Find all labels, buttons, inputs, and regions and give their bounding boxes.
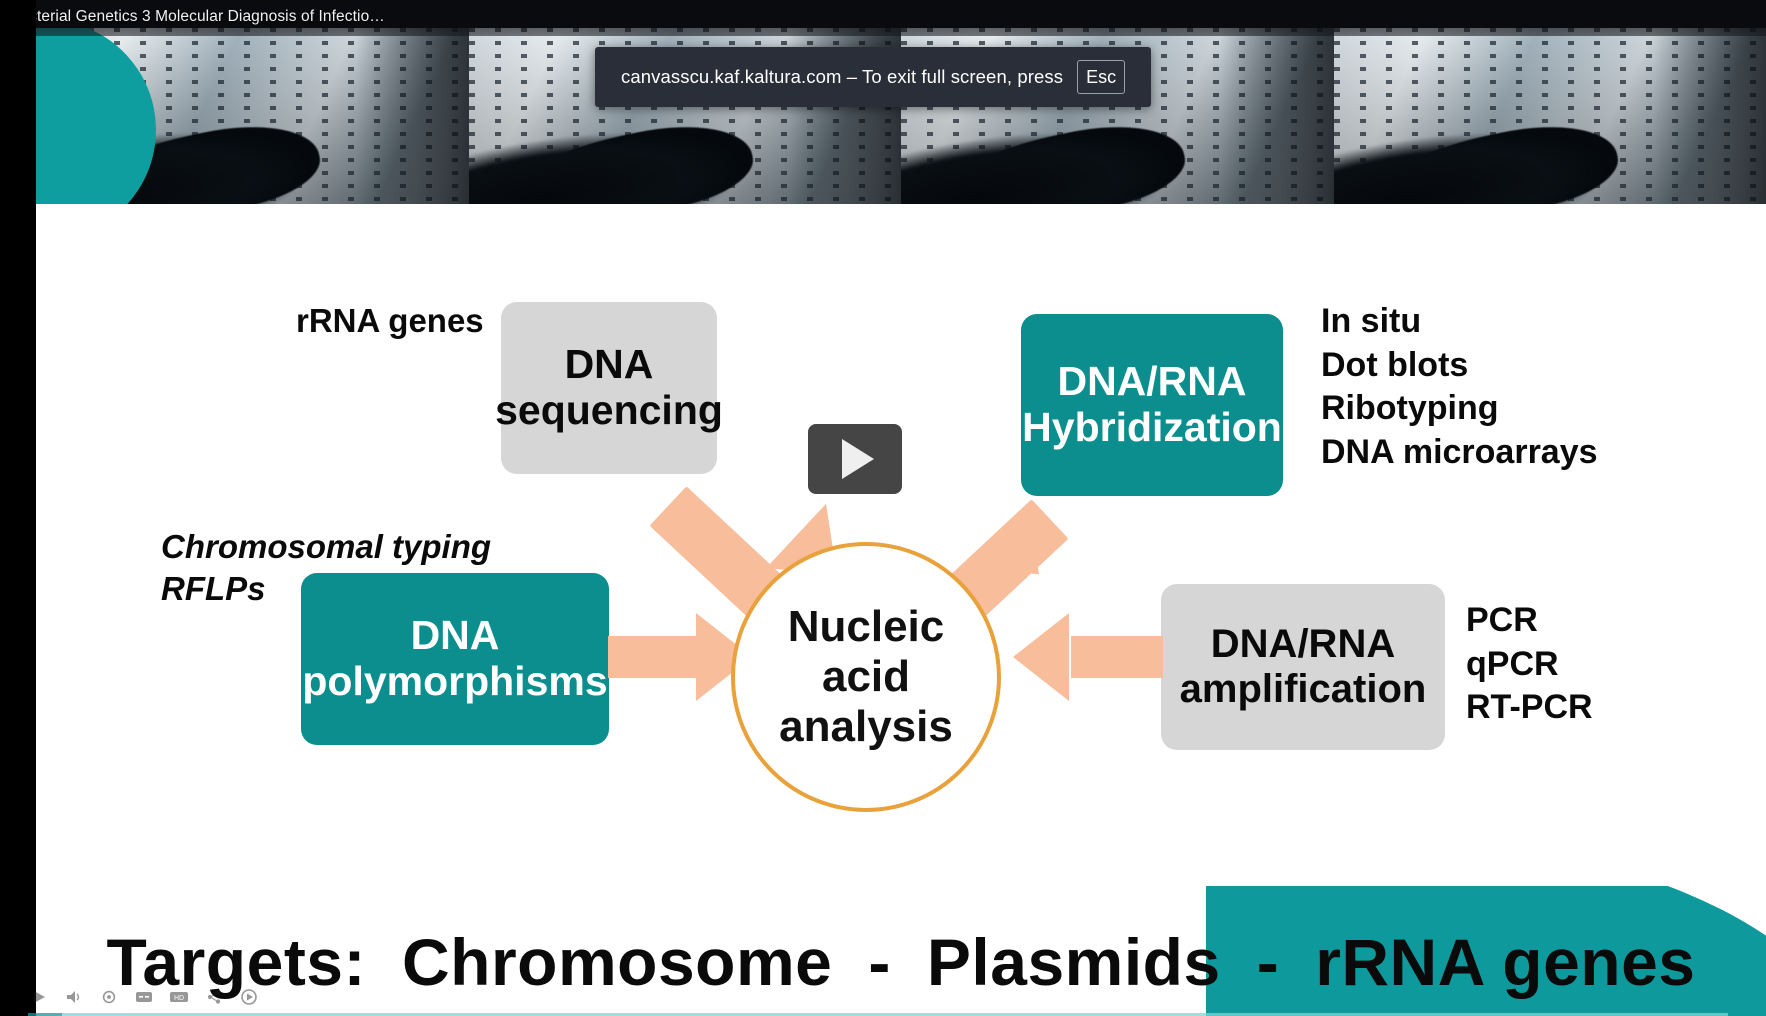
- label-hybridization-method: Dot blots: [1321, 345, 1469, 384]
- targets-separator: -: [868, 925, 891, 999]
- node-hybridization-line1: DNA/RNA: [1057, 358, 1247, 405]
- share-icon[interactable]: [203, 986, 225, 1008]
- captions-icon[interactable]: [133, 986, 155, 1008]
- node-polymorphisms-line1: DNA: [410, 612, 500, 659]
- label-hybridization-methods: In situ Dot blots Ribotyping DNA microar…: [1321, 300, 1598, 474]
- play-button[interactable]: [808, 424, 902, 494]
- label-chromosomal-typing-line1: Chromosomal typing: [161, 528, 492, 565]
- nucleic-acid-analysis-diagram: DNA sequencing DNA/RNA Hybridization DNA…: [36, 204, 1766, 844]
- targets-item-chromosome: Chromosome: [402, 925, 833, 999]
- label-rrna-genes: rRNA genes: [296, 300, 484, 342]
- teal-corner-accent: [36, 28, 156, 204]
- settings-icon[interactable]: [98, 986, 120, 1008]
- volume-icon[interactable]: [63, 986, 85, 1008]
- left-letterbox-gutter: [0, 0, 36, 1016]
- esc-key-badge: Esc: [1077, 60, 1126, 94]
- slide-footer-targets: Targets:Chromosome-Plasmids-rRNA genes: [36, 924, 1766, 1000]
- presentation-slide: DNA sequencing DNA/RNA Hybridization DNA…: [36, 28, 1766, 1016]
- play-icon[interactable]: [28, 986, 50, 1008]
- node-dna-sequencing-line1: DNA: [564, 341, 654, 388]
- page-title: Bacterial Genetics 3 Molecular Diagnosis…: [10, 8, 385, 25]
- label-amplification-method: PCR: [1466, 601, 1538, 639]
- node-hybridization-line2: Hybridization: [1022, 404, 1282, 450]
- arrow-amplification-to-center: [1071, 636, 1163, 678]
- fullscreen-notification-toast: canvasscu.kaf.kaltura.com – To exit full…: [595, 47, 1152, 107]
- center-node-nucleic-acid-analysis: Nucleic acid analysis: [731, 542, 1001, 812]
- node-dna-rna-amplification: DNA/RNA amplification: [1161, 584, 1445, 750]
- arrow-polymorphisms-to-center: [608, 636, 698, 678]
- node-amplification-line1: DNA/RNA: [1210, 622, 1396, 667]
- targets-separator: -: [1256, 925, 1280, 999]
- center-line1: Nucleic: [787, 601, 945, 651]
- targets-prefix: Targets:: [106, 925, 366, 999]
- play-icon: [842, 439, 874, 479]
- gel-photo-tile: [1333, 28, 1766, 204]
- targets-item-plasmids: Plasmids: [926, 925, 1221, 999]
- node-dna-polymorphisms: DNA polymorphisms: [301, 573, 609, 745]
- center-line3: analysis: [779, 702, 953, 752]
- node-polymorphisms-line2: polymorphisms: [302, 658, 608, 704]
- label-hybridization-method: DNA microarrays: [1321, 432, 1598, 471]
- quality-icon[interactable]: HD: [168, 986, 190, 1008]
- fullscreen-icon[interactable]: [238, 986, 260, 1008]
- label-hybridization-method: Ribotyping: [1321, 389, 1499, 428]
- node-dna-sequencing-line2: sequencing: [495, 387, 723, 433]
- targets-item-rrna-genes: rRNA genes: [1315, 925, 1696, 999]
- label-hybridization-method: In situ: [1321, 302, 1422, 340]
- arrow-head-amplification: [1013, 613, 1069, 701]
- node-dna-rna-hybridization: DNA/RNA Hybridization: [1021, 314, 1283, 496]
- video-progress-bar[interactable]: [28, 1013, 1728, 1016]
- label-rrna-genes-text: rRNA genes: [296, 302, 484, 339]
- label-chromosomal-typing: Chromosomal typing RFLPs: [161, 526, 491, 610]
- fullscreen-toast-message: canvasscu.kaf.kaltura.com – To exit full…: [621, 66, 1064, 87]
- video-controls-bar[interactable]: HD: [28, 980, 260, 1014]
- label-amplification-methods: PCR qPCR RT-PCR: [1466, 599, 1593, 730]
- node-amplification-line2: amplification: [1179, 667, 1427, 711]
- center-line2: acid: [821, 651, 911, 701]
- node-dna-sequencing: DNA sequencing: [495, 302, 723, 474]
- video-progress-fill: [28, 1013, 62, 1016]
- teal-footer-accent: [1206, 886, 1766, 1016]
- svg-text:HD: HD: [174, 995, 184, 1002]
- label-amplification-method: qPCR: [1466, 644, 1559, 683]
- label-amplification-method: RT-PCR: [1466, 688, 1593, 727]
- label-chromosomal-typing-line2: RFLPs: [161, 570, 266, 608]
